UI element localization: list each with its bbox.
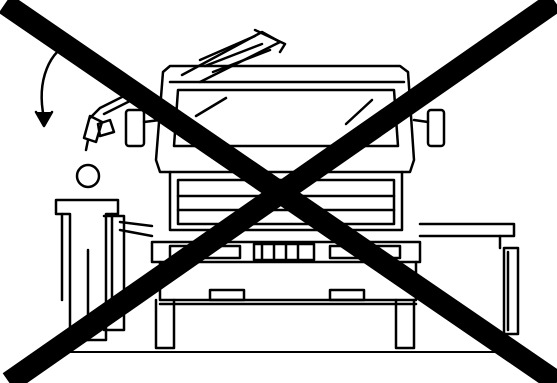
prohibited-x-icon	[14, 8, 548, 376]
truck-wheels	[156, 300, 414, 348]
crane-boom	[182, 30, 285, 82]
